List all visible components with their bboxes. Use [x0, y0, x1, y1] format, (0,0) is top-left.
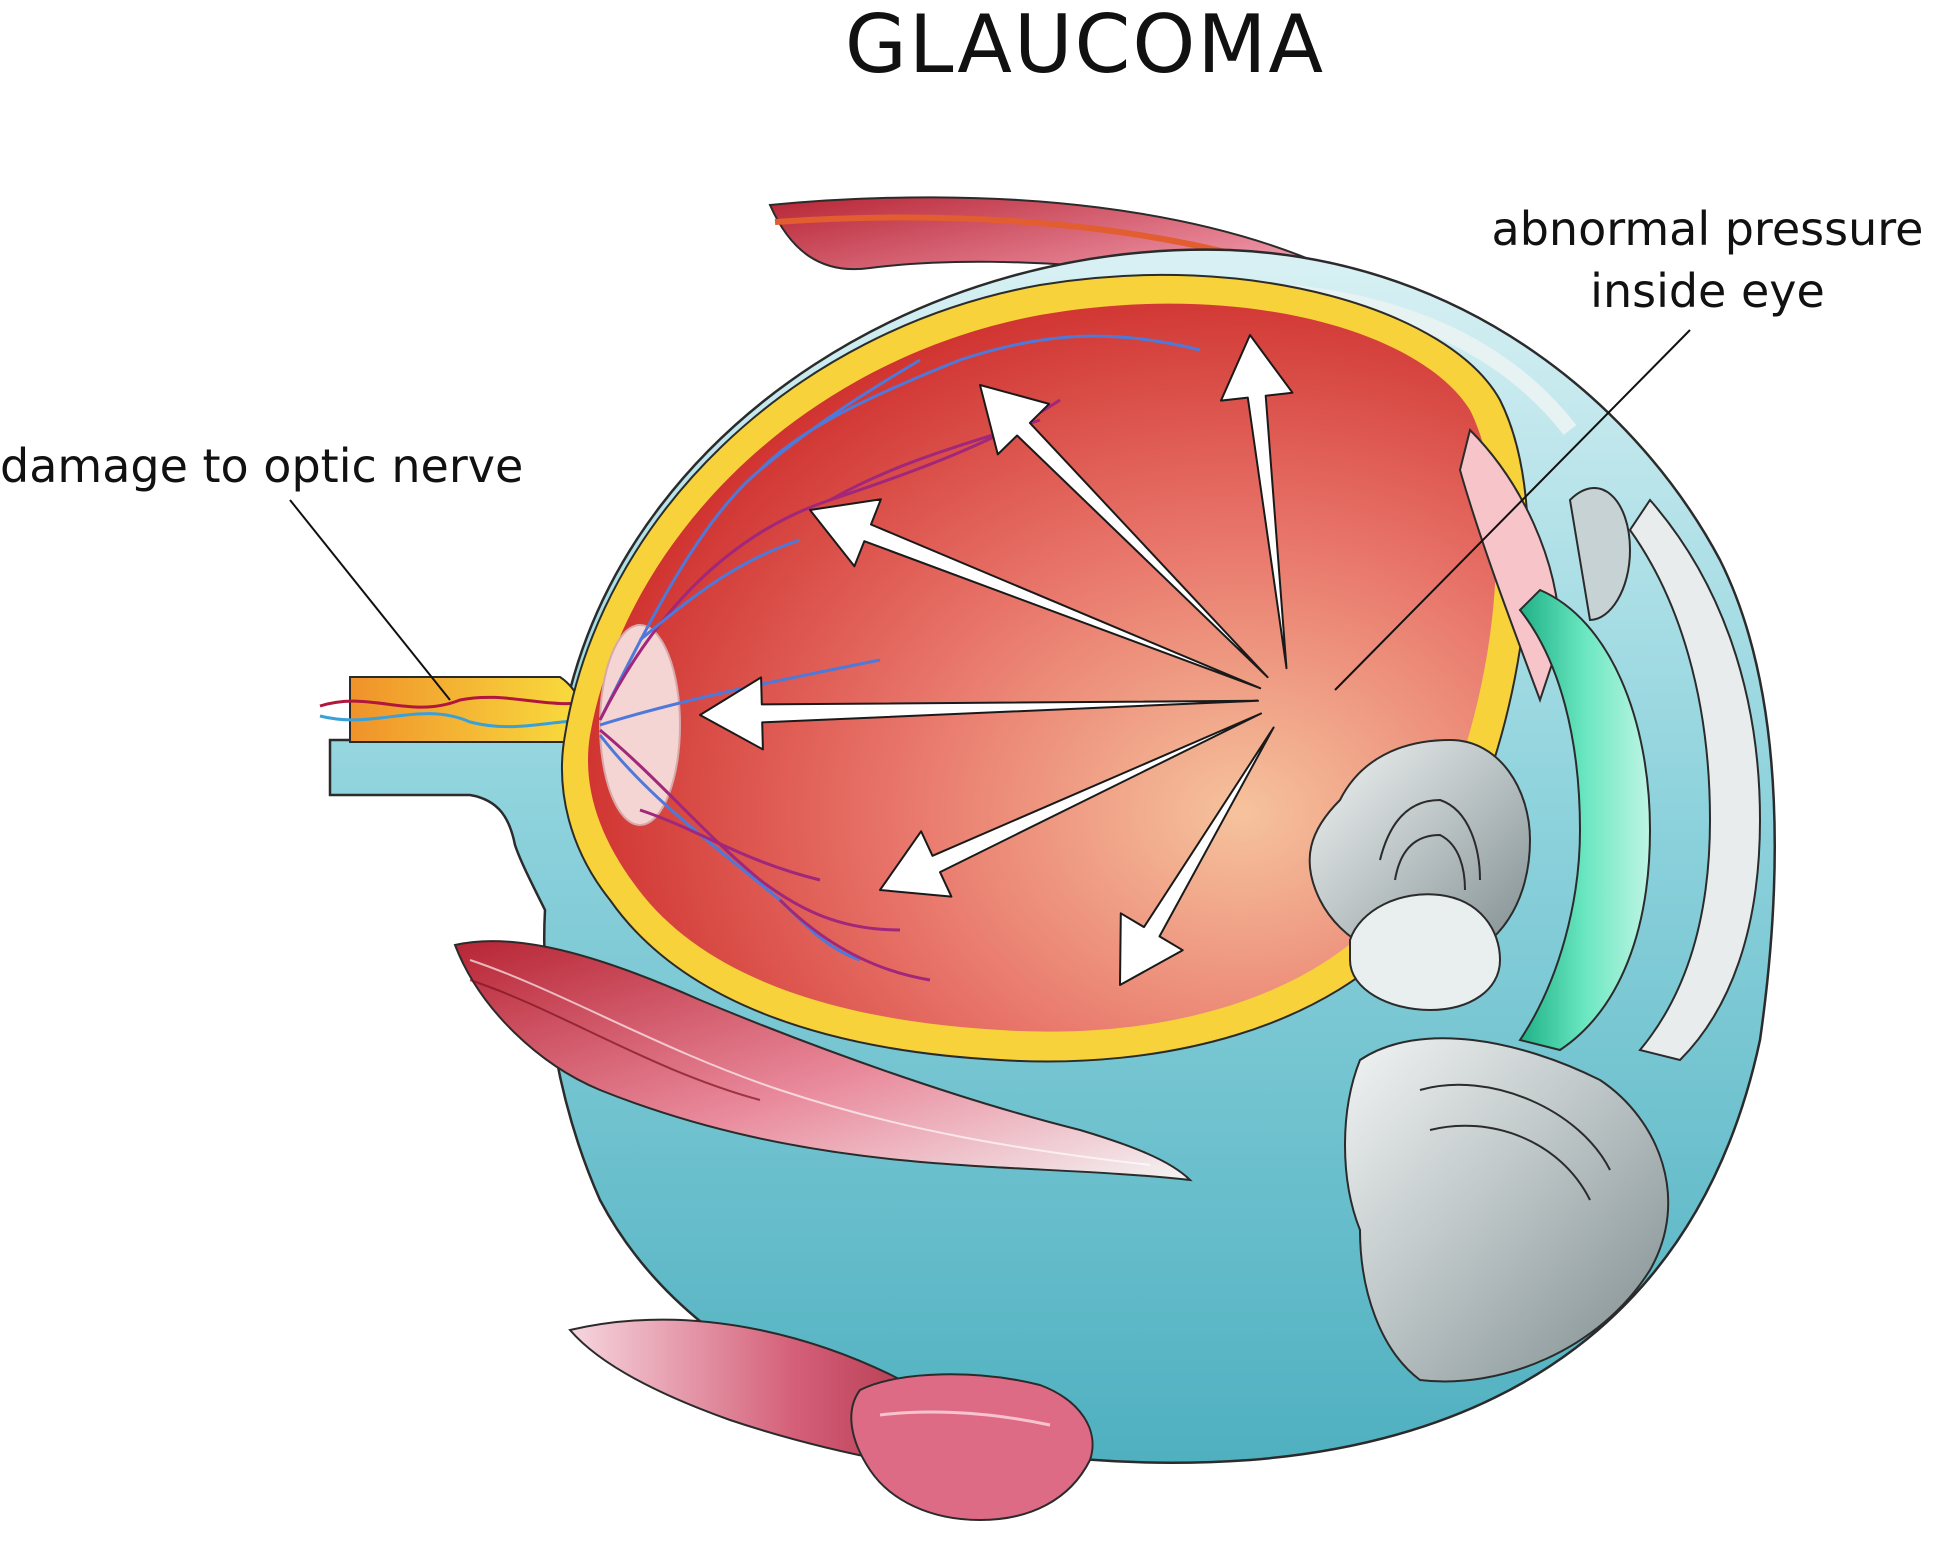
pressure-label: abnormal pressure inside eye [1462, 198, 1953, 322]
optic-nerve [319, 676, 601, 743]
optic-nerve-label: damage to optic nerve [0, 439, 524, 493]
pressure-arrow-icon [979, 384, 1269, 679]
pressure-arrow-icon [1220, 334, 1294, 670]
pressure-arrow-icon [809, 498, 1262, 690]
pressure-arrows [699, 334, 1294, 986]
pressure-arrow-icon [879, 712, 1262, 898]
vitreous-chamber [561, 273, 1530, 1063]
anterior-segment [1308, 428, 1762, 1062]
lower-muscle [453, 940, 1193, 1182]
lower-structures [1344, 1037, 1670, 1383]
pressure-label-line1: abnormal pressure [1491, 202, 1924, 256]
pressure-label-line2: inside eye [1590, 264, 1825, 318]
pressure-arrow-icon [1119, 726, 1275, 986]
retinal-vessels [598, 334, 1201, 982]
pressure-leader-line [1334, 329, 1691, 691]
optic-nerve-leader-line [289, 499, 451, 701]
page-title: GLAUCOMA [844, 0, 1326, 91]
bottom-muscles [568, 1318, 1094, 1522]
pressure-arrow-icon [699, 676, 1259, 751]
